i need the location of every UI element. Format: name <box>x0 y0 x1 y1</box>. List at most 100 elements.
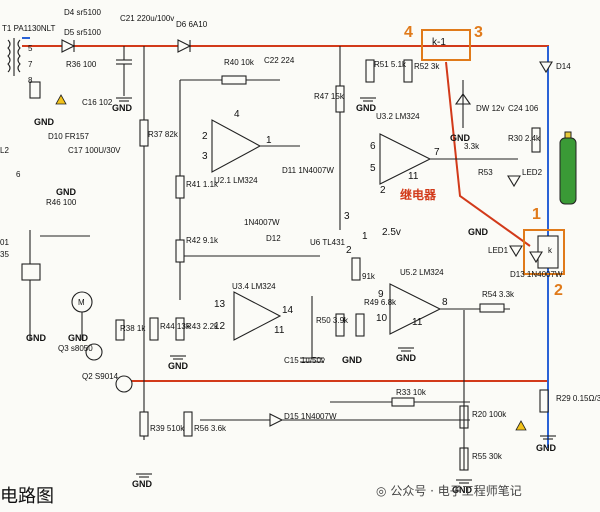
resistor-r47 <box>335 85 345 113</box>
label-r29: R29 0.15Ω/3w <box>556 394 600 403</box>
resistor-r-91k <box>351 257 361 281</box>
opamp-u5-2-symbol <box>389 283 442 335</box>
u3-2-pin: 11 <box>408 171 419 182</box>
u2-1-pin: 4 <box>234 109 240 120</box>
diode-d14 <box>539 61 553 74</box>
battery-symbol <box>559 137 577 205</box>
label-r20: R20 100k <box>472 410 507 419</box>
resistor-r33 <box>391 397 415 407</box>
label-l2: L2 <box>0 146 9 155</box>
label-r49: R49 6.8k <box>364 298 397 307</box>
callout-3: 3 <box>474 24 483 41</box>
label-d10: D10 FR157 <box>48 132 89 141</box>
label-motor: M <box>78 298 85 307</box>
diode-d6 <box>177 39 192 53</box>
label-d14: D14 <box>556 62 571 71</box>
label-c17: C17 100U/30V <box>68 146 121 155</box>
gnd-label: GND <box>450 133 470 143</box>
wechat-icon: ◎ <box>376 484 387 498</box>
gnd-label: GND <box>112 103 132 113</box>
resistor-r56 <box>183 411 193 437</box>
ground-symbols <box>116 97 556 484</box>
label-r43: R43 2.2k <box>186 322 219 331</box>
label-pin1: 1 <box>362 231 368 242</box>
u3-2-pin: 5 <box>370 163 376 174</box>
label-r54: R54 3.3k <box>482 290 515 299</box>
label-r53: R53 <box>478 168 493 177</box>
warning-icon <box>55 94 67 105</box>
label-u3-4: U3.4 LM324 <box>232 282 276 291</box>
label-d15: D15 1N4007W <box>284 412 337 421</box>
resistor-r43 <box>175 317 185 341</box>
label-r44: R44 13k <box>160 322 190 331</box>
label-d12: D12 <box>266 234 281 243</box>
label-c21: C21 220u/100v <box>120 14 175 23</box>
input-pin-block <box>29 81 41 99</box>
label-d5: D5 sr5100 <box>64 28 101 37</box>
u2-1-pin: 3 <box>202 151 208 162</box>
label-r55: R55 30k <box>472 452 502 461</box>
label-r33: R33 10k <box>396 388 426 397</box>
resistor-r39 <box>139 411 149 437</box>
label-d11: D11 1N4007W <box>282 166 334 175</box>
label-pin3: 3 <box>344 211 350 222</box>
resistor-r44 <box>149 317 159 341</box>
transistor-q3 <box>85 343 103 361</box>
gnd-label: GND <box>68 333 88 343</box>
u3-2-pin: 6 <box>370 141 376 152</box>
u3-4-pin: 13 <box>214 299 226 310</box>
u2-1-pin: 1 <box>266 135 272 146</box>
relay-drive-line <box>445 61 531 247</box>
label-d4: D4 sr5100 <box>64 8 101 17</box>
diagram-caption: 电路图 <box>0 486 54 507</box>
resistor-r54 <box>479 303 505 313</box>
gnd-label: GND <box>536 443 556 453</box>
gnd-label: GND <box>342 355 362 365</box>
label-u3-2: U3.2 LM324 <box>376 112 420 121</box>
transformer-t1 <box>7 38 21 76</box>
resistor-r38 <box>115 319 125 341</box>
label-v7: 7 <box>28 60 33 69</box>
u3-2-pin: 7 <box>434 147 440 158</box>
battery-terminal <box>564 131 572 139</box>
label-u6: U6 TL431 <box>310 238 345 247</box>
u3-4-pin: 14 <box>282 305 294 316</box>
callout-2: 2 <box>554 282 563 299</box>
label-r52: R52 3k <box>414 62 440 71</box>
label-v6: 6 <box>16 170 21 179</box>
resistor-r42 <box>175 239 185 263</box>
label-r38: R38 1k <box>120 324 146 333</box>
led2-symbol <box>507 175 521 188</box>
zener-dw <box>454 80 472 128</box>
diode-d4-d5 <box>61 39 76 53</box>
label-u5-2: U5.2 LM324 <box>400 268 444 277</box>
gnd-label: GND <box>168 361 188 371</box>
callout-box-contact <box>421 29 471 61</box>
resistor-r41 <box>175 175 185 199</box>
label-t1: T1 PA1130NLT <box>2 24 56 33</box>
watermark: ◎ 公众号 · 电子工程师笔记 <box>376 484 522 498</box>
label-d6: D6 6A10 <box>176 20 208 29</box>
opamp-u3-4-symbol <box>233 291 282 341</box>
label-d13: D13 1N4007W <box>510 270 563 279</box>
gnd-label: GND <box>452 485 472 495</box>
label-r50: R50 3.9k <box>316 316 349 325</box>
label-q3: Q3 s8050 <box>58 344 93 353</box>
gnd-label: GND <box>132 479 152 489</box>
label-r41: R41 1.1k <box>186 180 219 189</box>
label-c15: C15 1u/50v <box>284 356 325 365</box>
relay-contact-label: k-1 <box>432 37 446 48</box>
gnd-label: GND <box>26 333 46 343</box>
label-r39: R39 510k <box>150 424 185 433</box>
u5-2-pin: 11 <box>412 317 423 328</box>
label-r46: R46 100 <box>46 198 77 207</box>
u5-2-pin: 10 <box>376 313 388 324</box>
u5-2-pin: 9 <box>378 289 384 300</box>
resistor-r40 <box>221 75 247 85</box>
diode-d13 <box>529 251 543 264</box>
u2-1-pin: 2 <box>202 131 208 142</box>
label-v8: 8 <box>28 76 33 85</box>
gnd-label: GND <box>468 227 488 237</box>
u3-2-pin: 2 <box>380 185 386 196</box>
